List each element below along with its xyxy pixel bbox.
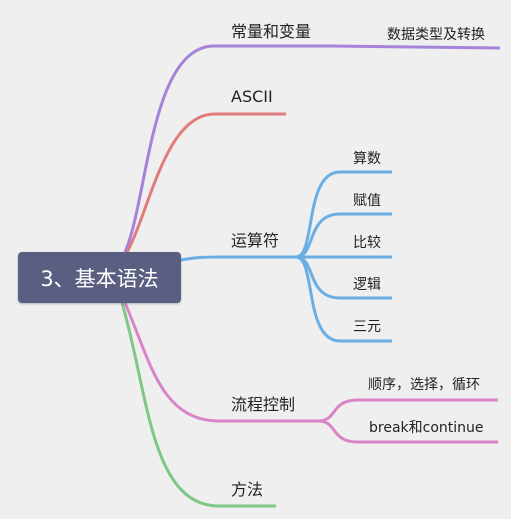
connector-constants <box>123 44 330 253</box>
node-arith-label[interactable]: 算数 <box>353 151 381 167</box>
connector-flow <box>123 302 318 423</box>
connector-operators <box>180 255 296 262</box>
branch-constants-label[interactable]: 常量和变量 <box>231 22 312 41</box>
node-type-conversion-label[interactable]: 数据类型及转换 <box>387 27 485 43</box>
connector-ternary <box>295 255 392 343</box>
branch-operators-label[interactable]: 运算符 <box>231 231 280 250</box>
root-node[interactable]: 3、基本语法 <box>18 252 181 303</box>
branch-flow-label[interactable]: 流程控制 <box>231 395 296 414</box>
node-sequence-label[interactable]: 顺序，选择，循环 <box>368 377 480 393</box>
connector-assign <box>295 212 392 259</box>
node-compare-label[interactable]: 比较 <box>353 235 381 251</box>
connector-sequence <box>317 398 498 423</box>
connector-break <box>317 419 498 444</box>
branch-methods-label[interactable]: 方法 <box>231 480 264 499</box>
connector-methods <box>120 302 276 508</box>
node-ternary-label[interactable]: 三元 <box>353 319 381 335</box>
node-assign-label[interactable]: 赋值 <box>353 193 381 209</box>
node-logic-label[interactable]: 逻辑 <box>353 277 381 293</box>
node-break-label[interactable]: break和continue <box>369 420 484 436</box>
connector-type-conversion <box>329 44 501 50</box>
connector-ascii <box>125 112 286 253</box>
connector-arith <box>295 170 392 259</box>
branch-ascii-label[interactable]: ASCII <box>231 87 273 106</box>
